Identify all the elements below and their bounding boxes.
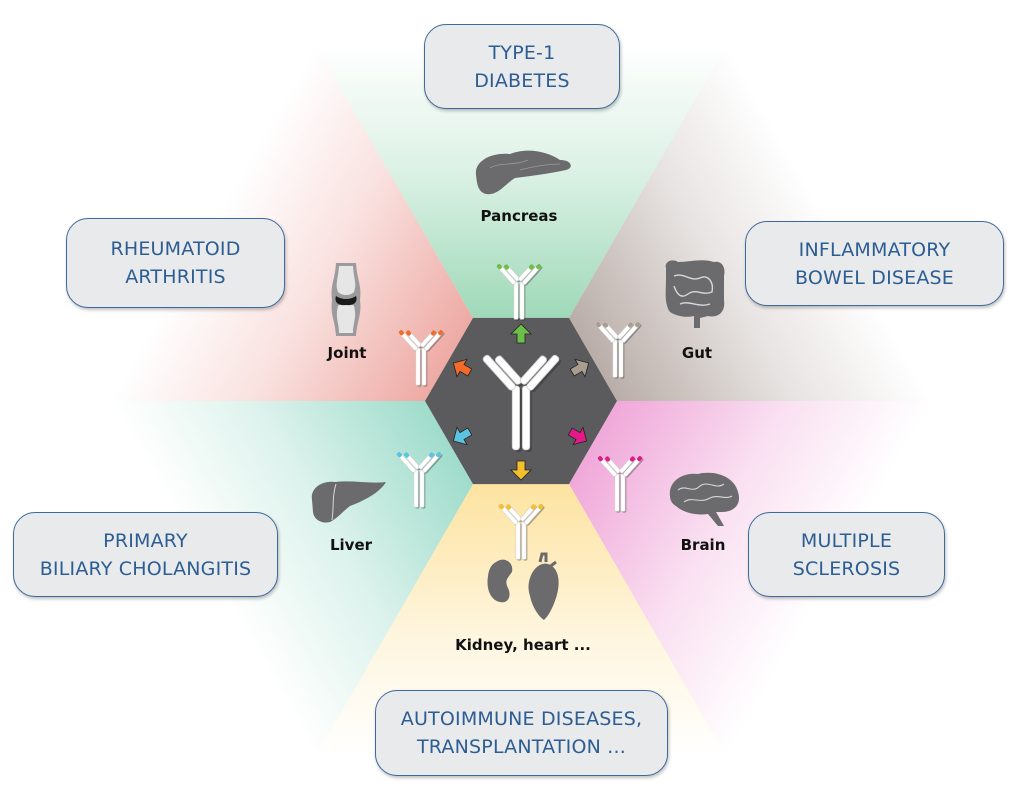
arrow-layer (452, 323, 590, 481)
liver-icon (311, 481, 386, 523)
disease-box-rheumatoid-arthritis: RHEUMATOID ARTHRITIS (66, 218, 285, 308)
organ-label-brain: Brain (680, 536, 726, 554)
arrow-icon-joint (452, 358, 473, 378)
antibody-icon-brain (597, 455, 644, 513)
disease-line-1: PRIMARY (103, 529, 188, 552)
disease-line-2: TRANSPLANTATION ... (416, 736, 626, 758)
intestine-icon (665, 260, 725, 328)
disease-line-1: RHEUMATOID (110, 238, 241, 260)
disease-line-2: BOWEL DISEASE (794, 266, 955, 289)
organ-label-gut: Gut (681, 344, 713, 362)
disease-box-multiple-sclerosis: MULTIPLE SCLEROSIS (748, 512, 945, 597)
arrow-icon-gut (569, 358, 590, 378)
organ-label-liver: Liver (329, 536, 373, 554)
disease-box-inflammatory-bowel-disease: INFLAMMATORY BOWEL DISEASE (745, 221, 1004, 306)
joint-icon (331, 263, 361, 336)
disease-line-1: TYPE-1 (488, 41, 556, 64)
disease-line-1: MULTIPLE (800, 529, 893, 552)
wedge-liver (95, 401, 473, 770)
antibody-layer (396, 263, 644, 561)
antibody-icon-gut (595, 321, 642, 379)
central-antibody-icon (482, 354, 562, 452)
disease-line-2: SCLEROSIS (792, 557, 901, 580)
disease-box-type-1-diabetes: TYPE-1 DIABETES (424, 24, 620, 109)
disease-line-1: INFLAMMATORY (798, 238, 951, 261)
disease-box-primary-biliary-cholangitis: PRIMARY BILIARY CHOLANGITIS (13, 512, 278, 597)
brain-icon (669, 472, 740, 526)
organ-label-kidney-heart: Kidney, heart ... (455, 636, 591, 654)
disease-box-autoimmune-transplantation: AUTOIMMUNE DISEASES, TRANSPLANTATION ... (375, 690, 668, 776)
antibody-icon-joint (398, 329, 445, 387)
wedge-gut (569, 32, 947, 401)
wedge-joint (95, 32, 473, 401)
organ-label-joint: Joint (327, 344, 367, 362)
organ-icon-layer (311, 150, 740, 620)
hexagon-layer (425, 317, 617, 485)
arrow-icon-pancreas (510, 323, 532, 344)
pancreas-icon (475, 150, 571, 195)
disease-line-2: DIABETES (474, 69, 570, 92)
disease-line-1: AUTOIMMUNE DISEASES, (400, 708, 643, 730)
kidney-heart-icon (487, 552, 559, 620)
organ-label-pancreas: Pancreas (480, 207, 558, 225)
arrow-icon-liver (452, 426, 473, 446)
disease-line-2: ARTHRITIS (125, 266, 226, 288)
center-hexagon (425, 317, 617, 485)
arrow-icon-brain (567, 426, 588, 446)
antibody-icon-kidney-heart (498, 503, 545, 561)
disease-line-2: BILIARY CHOLANGITIS (39, 557, 252, 580)
antibody-icon-liver (396, 451, 443, 509)
antibody-icon-pancreas (496, 263, 543, 321)
arrow-icon-kidney-heart (510, 460, 532, 481)
